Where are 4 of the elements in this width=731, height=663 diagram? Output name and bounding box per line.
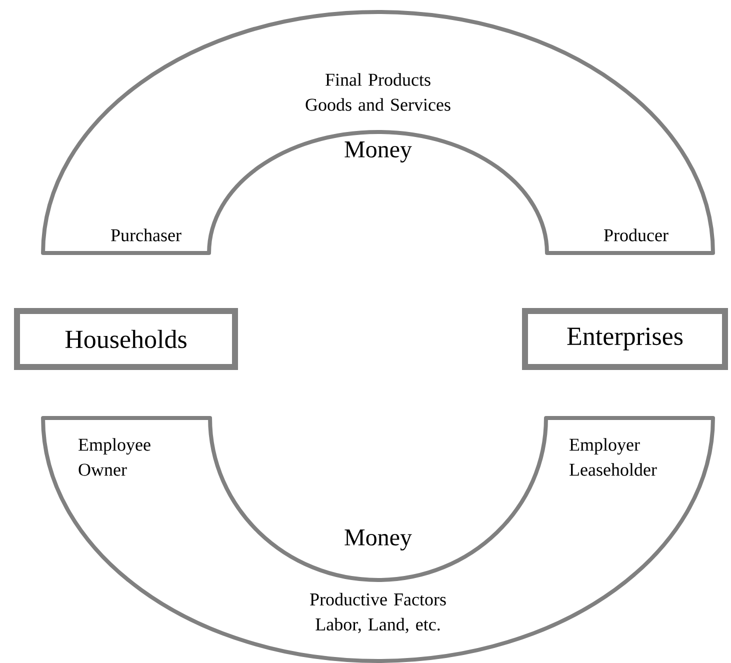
sector-box: Enterprises [522,308,728,370]
flow-label: Money [344,530,412,550]
flow-label: Money [344,142,412,162]
sector-box: Households [14,308,238,370]
